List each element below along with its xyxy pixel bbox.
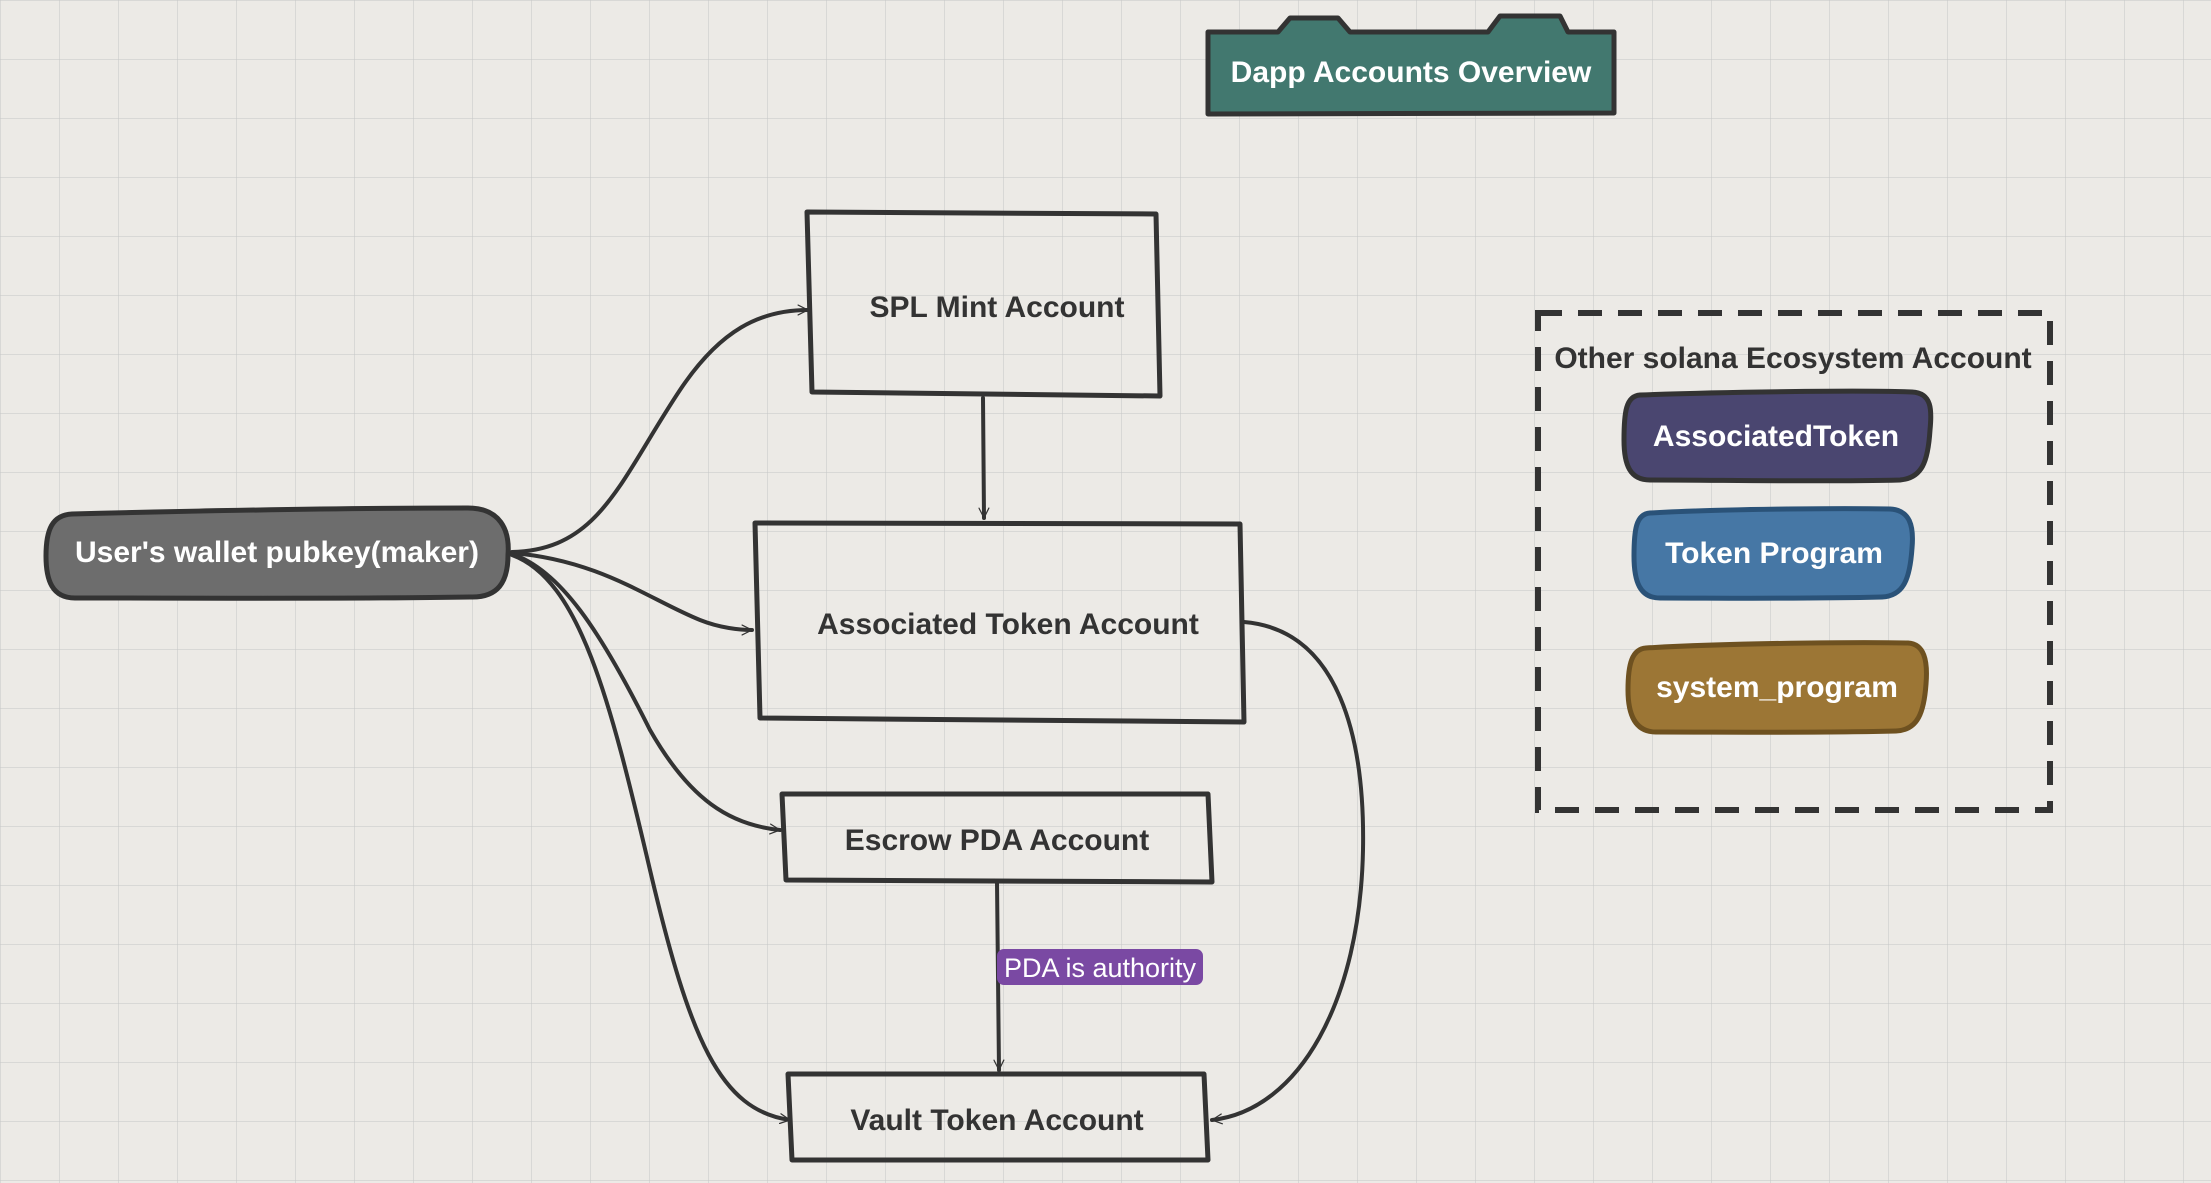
ecosystem-item-associated-token-shape — [1621, 388, 1934, 484]
escrow-pda-node[interactable]: Escrow PDA Account — [779, 791, 1215, 885]
edge-spl-mint-to-associated-token — [983, 396, 984, 520]
spl-mint-node-label: SPL Mint Account — [870, 291, 1125, 324]
escrow-pda-node-label: Escrow PDA Account — [845, 824, 1150, 857]
spl-mint-node-shape — [804, 209, 1163, 399]
ecosystem-item-associated-token-label: AssociatedToken — [1653, 420, 1899, 453]
edges — [510, 310, 1366, 1120]
wallet-node[interactable]: User's wallet pubkey(maker) — [43, 505, 511, 601]
vault-token-node-shape — [785, 1071, 1211, 1163]
ecosystem-item-system-program[interactable]: system_program — [1625, 640, 1929, 735]
vault-token-node[interactable]: Vault Token Account — [785, 1071, 1211, 1163]
associated-token-node-shape — [752, 520, 1247, 725]
ecosystem-item-system-program-shape — [1625, 640, 1929, 735]
ecosystem-item-token-program-label: Token Program — [1665, 537, 1883, 570]
edge-wallet-to-spl-mint — [510, 310, 810, 554]
edge-wallet-to-associated-token — [510, 551, 754, 630]
edge-associated-token-to-vault-token — [1210, 620, 1366, 1120]
edge-label-pda-authority-bg — [997, 949, 1203, 985]
page-title: Dapp Accounts Overview — [1231, 56, 1592, 89]
ecosystem-group-border — [1535, 310, 2053, 813]
ecosystem-item-associated-token[interactable]: AssociatedToken — [1621, 388, 1934, 484]
ecosystem-group-label: Other solana Ecosystem Account — [1554, 342, 2031, 375]
wallet-node-shape — [43, 505, 511, 601]
ecosystem-group[interactable]: Other solana Ecosystem Account Associate… — [1535, 310, 2053, 813]
wallet-node-label: User's wallet pubkey(maker) — [75, 536, 479, 569]
vault-token-node-label: Vault Token Account — [850, 1104, 1143, 1137]
ecosystem-item-token-program-shape — [1631, 506, 1915, 601]
title-banner[interactable]: Dapp Accounts Overview — [1205, 13, 1617, 117]
ecosystem-item-token-program[interactable]: Token Program — [1631, 506, 1915, 601]
edge-label-pda-authority: PDA is authority — [997, 949, 1203, 985]
edge-wallet-to-vault-token — [510, 553, 792, 1120]
escrow-pda-node-shape — [779, 791, 1215, 885]
title-banner-shape — [1205, 13, 1617, 117]
edge-label-pda-authority-text: PDA is authority — [1004, 953, 1197, 983]
spl-mint-node[interactable]: SPL Mint Account — [804, 209, 1163, 399]
associated-token-node-label: Associated Token Account — [817, 608, 1199, 641]
associated-token-node[interactable]: Associated Token Account — [752, 520, 1247, 725]
edge-wallet-to-escrow-pda — [510, 552, 782, 830]
ecosystem-item-system-program-label: system_program — [1656, 671, 1898, 704]
